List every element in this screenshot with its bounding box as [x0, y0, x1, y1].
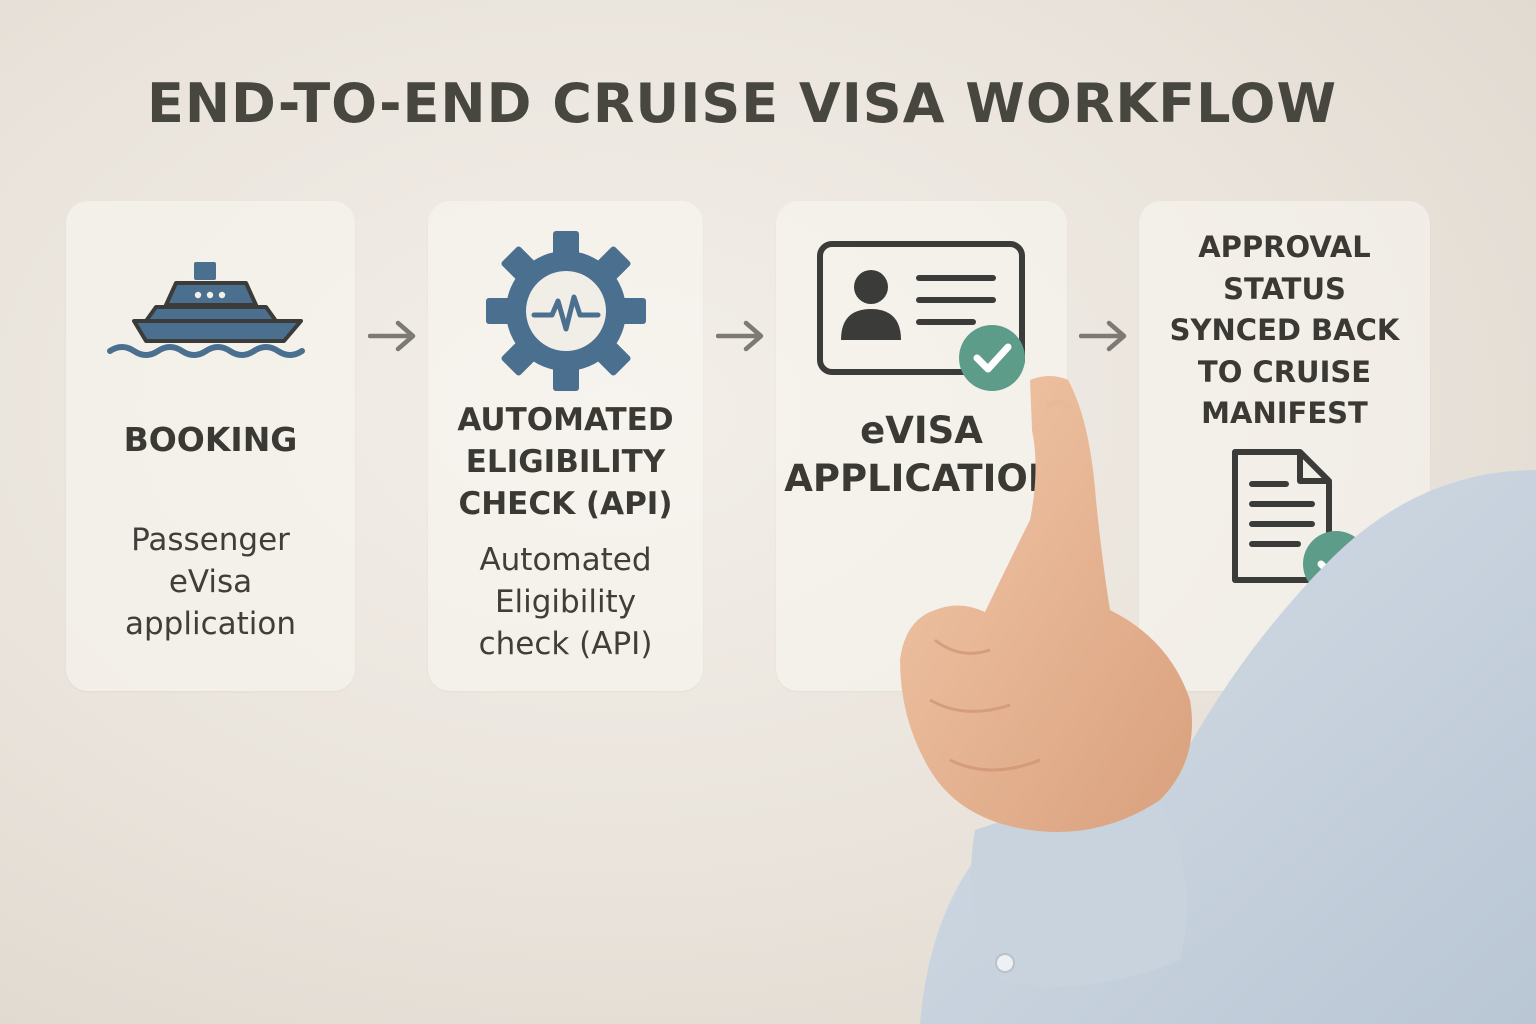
description-line: eVisa [168, 564, 253, 600]
heading-line: APPLICATION [784, 457, 1059, 500]
document-check-icon [1232, 449, 1369, 597]
step-heading: APPROVAL STATUS SYNCED BACK TO CRUISE MA… [1139, 227, 1430, 435]
arrow-right-icon [368, 320, 416, 352]
description-line: Passenger [131, 522, 290, 558]
step-description: Automated Eligibility check (API) [428, 539, 703, 665]
heading-line: ELIGIBILITY [465, 444, 666, 480]
heading-line: TO CRUISE [1197, 354, 1372, 389]
cruise-ship-icon [107, 262, 305, 358]
description-line: Automated [479, 542, 652, 578]
step-card-eligibility-check: AUTOMATED ELIGIBILITY CHECK (API) Automa… [428, 201, 703, 691]
heading-line: eVISA [860, 409, 983, 452]
arrow-right-icon [1079, 320, 1127, 352]
description-line: Eligibility [494, 584, 637, 620]
heading-line: BOOKING [123, 420, 298, 459]
step-card-booking: BOOKING Passenger eVisa application [66, 201, 355, 691]
heading-line: STATUS [1223, 271, 1346, 306]
arrow-right-icon [716, 320, 764, 352]
page-title: END-TO-END CRUISE VISA WORKFLOW [146, 72, 1338, 135]
description-line: application [125, 606, 296, 642]
description-line: check (API) [478, 626, 653, 662]
step-description: Passenger eVisa application [66, 519, 355, 645]
heading-line: AUTOMATED [457, 402, 674, 438]
step-heading: AUTOMATED ELIGIBILITY CHECK (API) [428, 399, 703, 525]
heading-line: SYNCED BACK [1169, 313, 1400, 347]
step-card-evisa-application: eVISA APPLICATION [776, 201, 1067, 691]
gear-pulse-icon [486, 231, 646, 391]
step-heading: BOOKING [66, 419, 355, 461]
step-heading: eVISA APPLICATION [776, 407, 1067, 503]
heading-line: CHECK (API) [458, 486, 673, 522]
heading-line: MANIFEST [1201, 396, 1368, 430]
heading-line: APPROVAL [1198, 230, 1371, 264]
step-card-approval-status: APPROVAL STATUS SYNCED BACK TO CRUISE MA… [1139, 201, 1430, 691]
id-card-check-icon [817, 241, 1025, 391]
